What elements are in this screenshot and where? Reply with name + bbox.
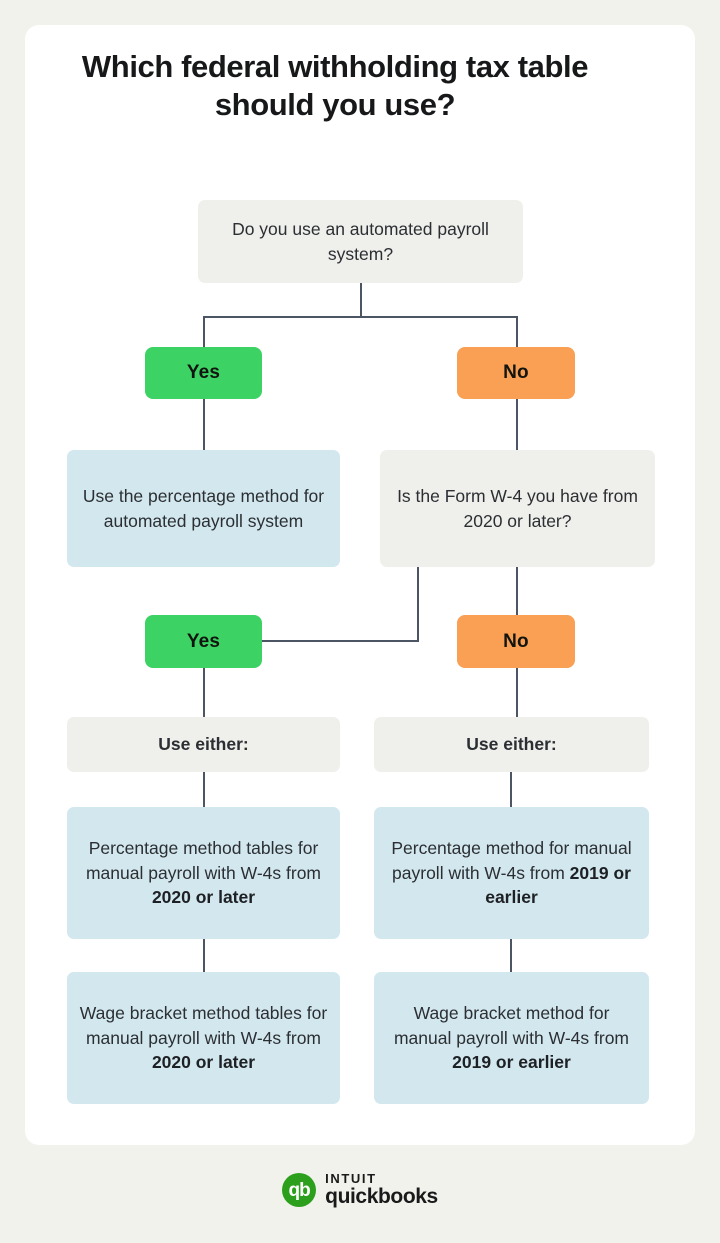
connector-either-right-down xyxy=(510,772,512,807)
result-right-percentage-emphasis: 2019 or earlier xyxy=(485,862,631,908)
page-title: Which federal withholding tax table shou… xyxy=(81,49,589,123)
result-right-wage-bracket-text: Wage bracket method for manual payroll w… xyxy=(384,1001,639,1076)
connector-no1-down xyxy=(516,399,518,450)
logo-intuit-text: INTUIT xyxy=(325,1171,377,1186)
result-right-wage-bracket-lead: Wage bracket method for manual payroll w… xyxy=(393,1002,630,1048)
result-right-percentage-lead: Percentage method for manual payroll wit… xyxy=(391,837,632,883)
connector-right-results xyxy=(510,939,512,972)
quickbooks-logo: qb INTUIT quickbooks xyxy=(0,1171,720,1209)
result-right-percentage[interactable]: Percentage method for manual payroll wit… xyxy=(374,807,649,939)
logo-wordmark: INTUIT quickbooks xyxy=(325,1171,438,1209)
branch-yes-automated[interactable]: Yes xyxy=(145,347,262,399)
result-left-percentage-emphasis: 2020 or later xyxy=(151,887,256,908)
use-either-right-label: Use either: xyxy=(466,734,557,755)
decision-automated-payroll[interactable]: Do you use an automated payroll system? xyxy=(198,200,523,283)
decision-automated-payroll-label: Do you use an automated payroll system? xyxy=(232,218,489,264)
use-either-left-label: Use either: xyxy=(158,734,249,755)
decision-w4-year-label: Is the Form W-4 you have from 2020 or la… xyxy=(397,485,638,531)
branch-no-automated-label: No xyxy=(503,362,529,383)
connector-q1-down xyxy=(360,283,362,317)
connector-to-no-1 xyxy=(516,316,518,347)
result-left-percentage-text: Percentage method tables for manual payr… xyxy=(77,836,330,911)
branch-no-automated[interactable]: No xyxy=(457,347,575,399)
decision-w4-year[interactable]: Is the Form W-4 you have from 2020 or la… xyxy=(380,450,655,567)
result-left-wage-bracket-emphasis: 2020 or later xyxy=(151,1052,256,1073)
connector-yes1-down xyxy=(203,399,205,450)
use-either-left: Use either: xyxy=(67,717,340,772)
result-left-percentage[interactable]: Percentage method tables for manual payr… xyxy=(67,807,340,939)
branch-yes-automated-label: Yes xyxy=(186,362,221,383)
quickbooks-mark-icon: qb xyxy=(282,1173,317,1208)
connector-to-yes-1 xyxy=(203,316,205,347)
connector-q2-no-drop xyxy=(516,567,518,617)
connector-q2-yes-elbow xyxy=(243,640,419,642)
branch-no-w4-label: No xyxy=(503,630,529,652)
result-right-wage-bracket[interactable]: Wage bracket method for manual payroll w… xyxy=(374,972,649,1104)
result-right-percentage-text: Percentage method for manual payroll wit… xyxy=(384,836,639,911)
logo-quickbooks-text: quickbooks xyxy=(325,1185,438,1209)
result-left-wage-bracket-lead: Wage bracket method tables for manual pa… xyxy=(79,1002,328,1048)
use-either-right: Use either: xyxy=(374,717,649,772)
result-left-wage-bracket[interactable]: Wage bracket method tables for manual pa… xyxy=(67,972,340,1104)
connector-no2-down xyxy=(516,668,518,717)
outcome-automated-percentage-label: Use the percentage method for automated … xyxy=(82,485,325,531)
connector-split-bar xyxy=(203,316,517,318)
connector-either-left-down xyxy=(203,772,205,807)
outcome-automated-percentage[interactable]: Use the percentage method for automated … xyxy=(67,450,340,567)
result-left-percentage-lead: Percentage method tables for manual payr… xyxy=(85,837,322,883)
branch-no-w4[interactable]: No xyxy=(457,615,575,668)
result-right-wage-bracket-emphasis: 2019 or earlier xyxy=(452,1052,571,1073)
branch-yes-w4-label: Yes xyxy=(186,630,221,652)
connector-yes2-down xyxy=(203,668,205,717)
connector-q2-yes-drop xyxy=(417,567,419,642)
result-left-wage-bracket-text: Wage bracket method tables for manual pa… xyxy=(77,1001,330,1076)
quickbooks-monogram: qb xyxy=(288,1179,311,1201)
branch-yes-w4[interactable]: Yes xyxy=(145,615,262,668)
connector-left-results xyxy=(203,939,205,972)
